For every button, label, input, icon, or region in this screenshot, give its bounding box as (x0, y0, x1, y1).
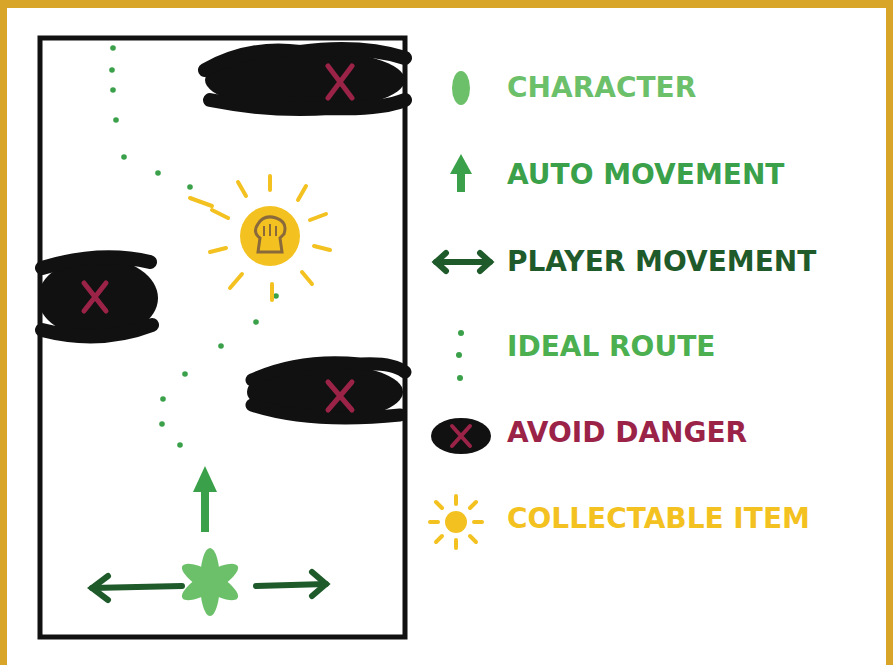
legend-text: CHARACTER (507, 71, 696, 105)
route-dot (187, 184, 193, 190)
ray (190, 198, 212, 206)
arrow-head (480, 253, 490, 271)
legend-player-sample (436, 253, 490, 271)
danger-blob (205, 50, 405, 110)
item-icon-detail (264, 224, 276, 236)
route-dot (458, 330, 464, 336)
ray (470, 502, 476, 508)
legend-text: IDEAL ROUTE (507, 330, 715, 364)
legend-auto-sample (450, 154, 472, 192)
route-dot (457, 375, 463, 381)
character-arm (177, 557, 242, 606)
collectable-item (190, 176, 330, 300)
ray (454, 540, 458, 548)
route-dot (273, 293, 279, 299)
route-dot (110, 87, 116, 93)
ray (298, 186, 306, 200)
legend-item-sample (430, 496, 482, 548)
legend-danger-sample (431, 418, 491, 454)
arrow-shaft (201, 488, 209, 532)
danger-x (452, 426, 470, 446)
danger-x (84, 283, 106, 311)
ray (210, 248, 226, 252)
ray (268, 176, 272, 190)
danger-scribble (205, 49, 405, 109)
character (177, 548, 242, 616)
ray (470, 536, 476, 542)
character-arm (177, 557, 242, 606)
route-dot (182, 371, 188, 377)
route-dot (109, 67, 115, 73)
route-dot (456, 352, 462, 358)
danger-scribble (42, 257, 152, 336)
arrow-left-head (92, 576, 108, 600)
arrow-shaft (436, 259, 490, 265)
auto-arrow (193, 466, 217, 532)
route-dot (113, 117, 119, 123)
player-arrows (92, 572, 326, 600)
sun-rays (190, 176, 330, 300)
legend-text: COLLECTABLE ITEM (507, 502, 810, 536)
sun-rays (430, 496, 482, 548)
ray (474, 520, 482, 524)
sun-disc (240, 206, 300, 266)
ray (270, 284, 274, 300)
danger-right (247, 363, 405, 420)
ray (310, 214, 326, 220)
ray (436, 536, 442, 542)
arrow-right-shaft (256, 584, 326, 586)
ray (302, 272, 312, 284)
route-dot (121, 154, 127, 160)
danger-top (205, 49, 405, 110)
arrow-right-head (312, 572, 326, 596)
ray (314, 246, 330, 250)
legend-text: PLAYER MOVEMENT (507, 245, 816, 279)
ray (212, 210, 228, 218)
route-dot (253, 319, 259, 325)
character-body (194, 566, 226, 598)
ray (454, 496, 458, 504)
arrow-head (436, 253, 446, 271)
danger-blob (431, 418, 491, 454)
danger-blob (38, 258, 158, 338)
danger-left (38, 257, 158, 338)
route-dot (110, 45, 116, 51)
route-dot (177, 442, 183, 448)
route-dot (160, 396, 166, 402)
ray (238, 182, 246, 196)
arrow-left-shaft (92, 586, 182, 588)
danger-scribble (252, 363, 405, 418)
ray (430, 520, 438, 524)
sun-disc (445, 511, 467, 533)
route-dot (155, 170, 161, 176)
route-dot (218, 343, 224, 349)
arrow-head (193, 466, 217, 492)
legend-text: AVOID DANGER (507, 416, 747, 450)
item-icon (255, 217, 285, 252)
danger-x (328, 66, 352, 98)
ray (436, 502, 442, 508)
danger-x (328, 382, 352, 410)
arrow-head (450, 154, 472, 174)
route-dot (159, 421, 165, 427)
legend-text: AUTO MOVEMENT (507, 158, 784, 192)
legend-character-sample (452, 71, 470, 105)
play-area (40, 38, 405, 637)
legend-route-sample (456, 330, 464, 381)
ray (230, 274, 242, 288)
